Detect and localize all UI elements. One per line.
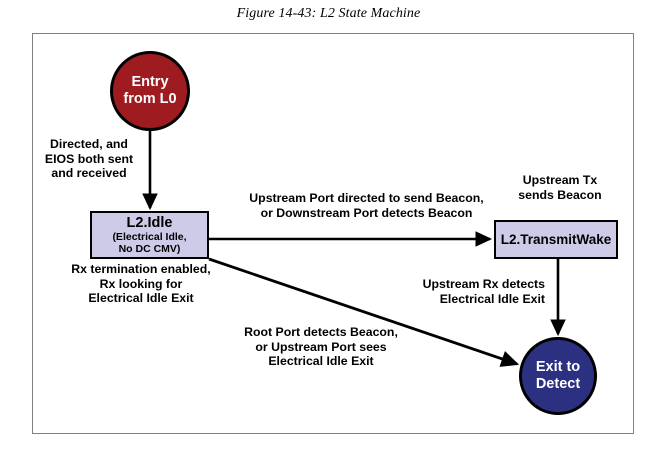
exit-node-label-line2: Detect <box>535 376 581 392</box>
edge-label-idle-to-transmitwake: Upstream Port directed to send Beacon, o… <box>229 191 504 220</box>
edge-label-idle-to-exit-line1: Root Port detects Beacon, <box>244 325 398 339</box>
edge-label-transmitwake-to-exit-line1: Upstream Rx detects <box>422 277 545 291</box>
edge-label-idle-to-exit: Root Port detects Beacon, or Upstream Po… <box>226 325 416 369</box>
l2-idle-sub-line1: (Electrical Idle, <box>112 231 187 243</box>
exit-node-label-line1: Exit to <box>535 359 581 375</box>
state-node-exit-to-detect[interactable]: Exit to Detect <box>519 337 597 415</box>
state-node-l2-idle[interactable]: L2.Idle (Electrical Idle, No DC CMV) <box>90 211 209 259</box>
edge-label-idle-rx-note-line2: Rx looking for <box>99 276 183 291</box>
edge-label-transmitwake-top-note: Upstream Tx sends Beacon <box>504 173 616 202</box>
edge-label-idle-to-exit-line2: or Upstream Port sees <box>255 339 387 354</box>
l2-idle-sub-line2: No DC CMV) <box>118 243 181 255</box>
edge-label-transmitwake-top-note-line1: Upstream Tx <box>522 173 598 187</box>
edge-label-entry-to-idle-line3: and received <box>51 166 127 180</box>
edge-label-entry-to-idle-line2: EIOS both sent <box>44 151 134 166</box>
entry-node-label-line2: from L0 <box>123 91 177 107</box>
edge-label-idle-to-transmitwake-line1: Upstream Port directed to send Beacon, <box>249 191 484 205</box>
l2-idle-title: L2.Idle <box>126 215 173 231</box>
l2-transmitwake-title: L2.TransmitWake <box>500 232 612 247</box>
edge-label-idle-rx-note: Rx termination enabled, Rx looking for E… <box>56 262 226 306</box>
figure-caption: Figure 14-43: L2 State Machine <box>236 6 421 21</box>
edge-label-idle-rx-note-line3: Electrical Idle Exit <box>88 291 194 305</box>
edge-label-transmitwake-to-exit: Upstream Rx detects Electrical Idle Exit <box>418 277 545 306</box>
edge-label-transmitwake-to-exit-line2: Electrical Idle Exit <box>439 291 545 306</box>
edge-label-transmitwake-top-note-line2: sends Beacon <box>518 187 602 202</box>
edge-label-idle-to-exit-line3: Electrical Idle Exit <box>268 354 374 368</box>
edge-label-entry-to-idle: Directed, and EIOS both sent and receive… <box>37 137 141 181</box>
state-node-entry-from-l0[interactable]: Entry from L0 <box>110 51 190 131</box>
edge-label-idle-to-transmitwake-line2: or Downstream Port detects Beacon <box>260 205 473 220</box>
state-node-l2-transmitwake[interactable]: L2.TransmitWake <box>494 220 618 259</box>
entry-node-label-line1: Entry <box>131 74 169 90</box>
edge-label-entry-to-idle-line1: Directed, and <box>50 137 128 151</box>
edge-label-idle-rx-note-line1: Rx termination enabled, <box>71 262 211 276</box>
